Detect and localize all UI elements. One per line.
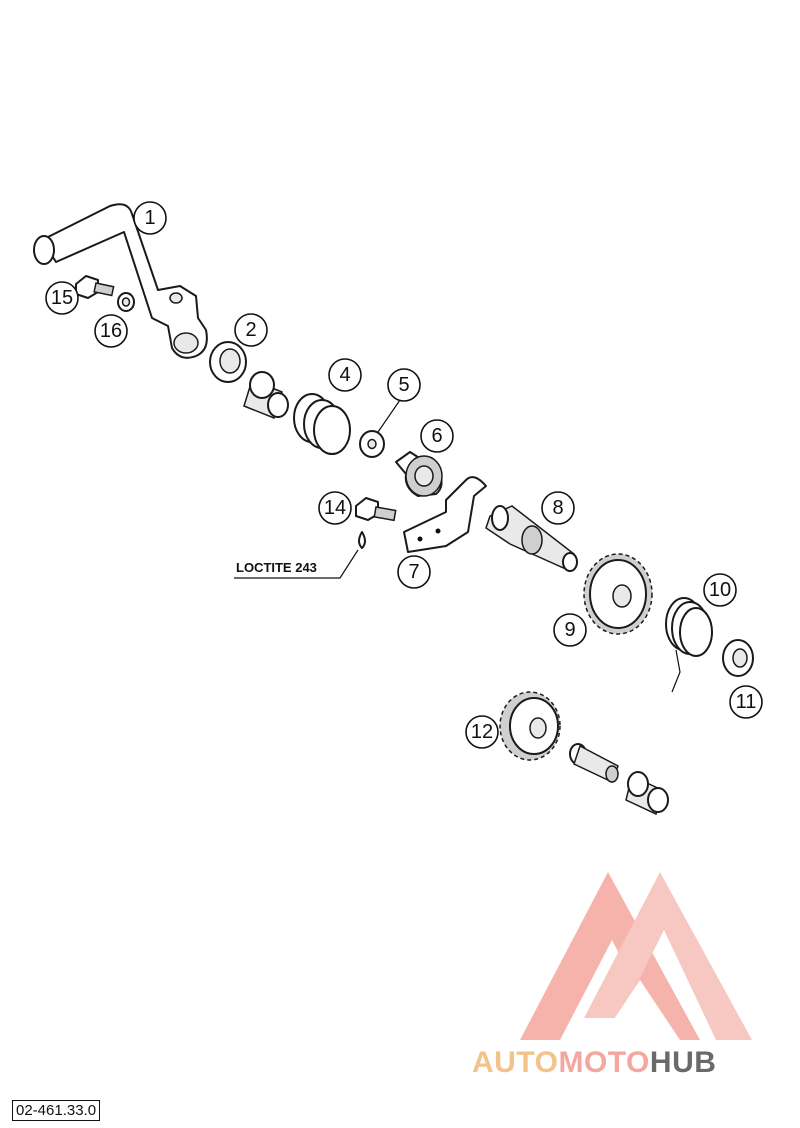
bolt-15 [75, 275, 115, 299]
svg-text:15: 15 [51, 287, 73, 309]
svg-text:LOCTITE 243: LOCTITE 243 [236, 560, 317, 575]
svg-text:1: 1 [144, 207, 155, 229]
callout-7: 7 [397, 555, 431, 589]
callout-9: 9 [553, 613, 587, 647]
callout-4: 4 [328, 358, 362, 392]
callout-16: 16 [94, 314, 128, 348]
callout-8: 8 [541, 491, 575, 525]
callout-2: 2 [234, 313, 268, 347]
callout-6: 6 [420, 419, 454, 453]
brand-word-moto: MOTO [558, 1046, 650, 1079]
svg-text:6: 6 [431, 425, 442, 447]
loctite-drop [358, 531, 366, 549]
svg-text:11: 11 [736, 691, 757, 713]
svg-text:9: 9 [564, 619, 575, 641]
svg-text:12: 12 [471, 721, 493, 743]
bushing [243, 371, 289, 419]
ratchet-6 [395, 451, 443, 497]
svg-text:16: 16 [100, 320, 122, 342]
kickstarter-lever [33, 203, 208, 359]
kickstarter-shaft-8 [485, 505, 578, 572]
gear-pin [569, 743, 619, 784]
washer-5 [359, 430, 385, 458]
callout-1: 1 [133, 201, 167, 235]
svg-text:10: 10 [709, 579, 731, 601]
callout-5: 5 [387, 368, 421, 402]
return-spring-10 [665, 597, 713, 693]
svg-text:5: 5 [398, 374, 409, 396]
svg-text:2: 2 [245, 319, 256, 341]
bolt-14 [355, 497, 397, 522]
guide-plate-7 [403, 476, 487, 553]
callout-14: 14 [318, 491, 352, 525]
loctite-leader [234, 549, 359, 579]
seal-ring-2 [209, 341, 247, 383]
watermark-brand: AUTOMOTOHUB [472, 1046, 792, 1080]
spring-4 [293, 393, 351, 455]
lock-washer-16 [117, 292, 135, 312]
brand-word-auto: AUTO [472, 1046, 559, 1079]
pin-bushing [625, 771, 669, 816]
brand-word-hub: HUB [649, 1046, 717, 1079]
drawing-number: 02-461.33.0 [12, 1100, 101, 1121]
loctite-note: LOCTITE 243 [234, 549, 359, 579]
callout-15: 15 [45, 281, 79, 315]
svg-text:4: 4 [339, 364, 350, 386]
leader-5 [377, 399, 401, 433]
watermark-logo [520, 872, 752, 1040]
svg-text:7: 7 [408, 561, 419, 583]
callout-12: 12 [465, 715, 499, 749]
callout-11: 11 [729, 685, 763, 719]
washer-11 [722, 639, 754, 677]
intermediate-gear-12 [499, 691, 561, 761]
svg-text:8: 8 [552, 497, 563, 519]
svg-text:14: 14 [324, 497, 346, 519]
kick-gear-9 [583, 553, 653, 635]
callout-10: 10 [703, 573, 737, 607]
